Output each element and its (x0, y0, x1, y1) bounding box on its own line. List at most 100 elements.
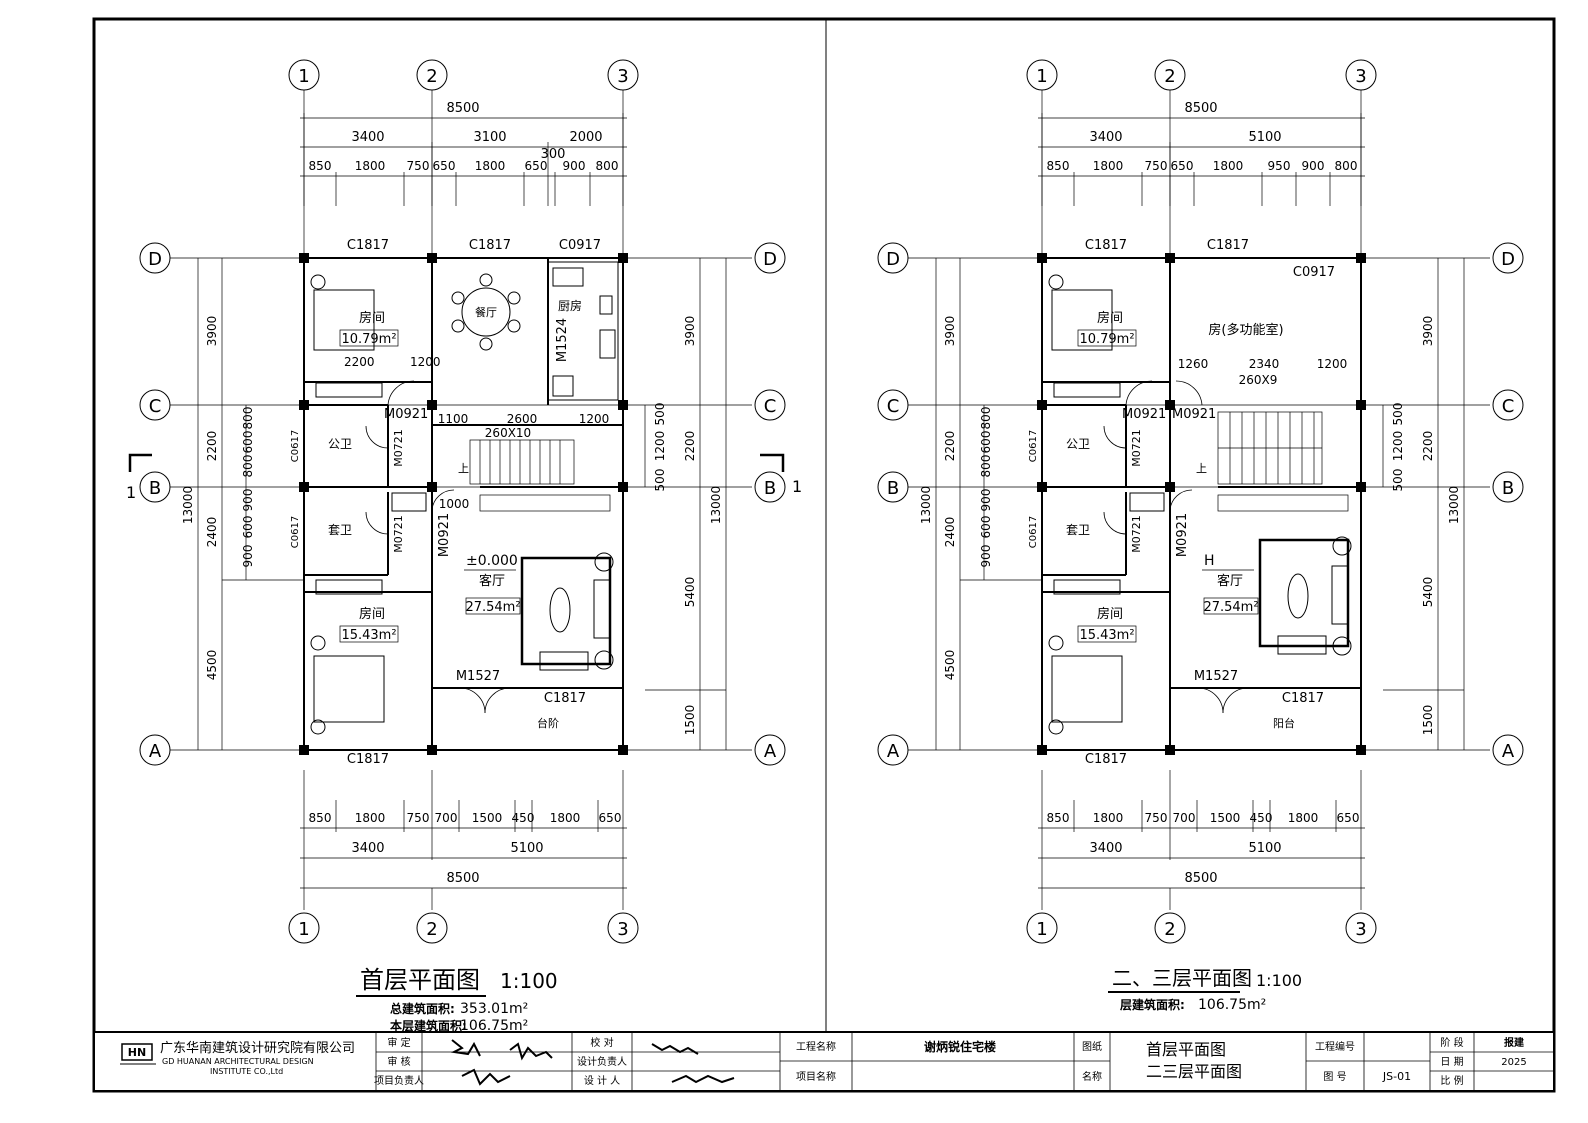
axis-3-bottom: 3 (1355, 919, 1366, 940)
dim-detail: 900 (1302, 159, 1325, 173)
dim-left: 2400 (205, 517, 219, 548)
left-dimensions: 13000 3900 2200 2400 4500 800 600 800 90… (919, 316, 993, 681)
dim-detail: 650 (433, 159, 456, 173)
dim-detail: 750 (1145, 811, 1168, 825)
logo-text: HN (128, 1046, 146, 1059)
drawing-name-2: 二三层平面图 (1146, 1062, 1242, 1081)
room-living: 客厅 (479, 573, 505, 589)
axis-D-right: D (763, 249, 777, 270)
door-swings (1103, 380, 1249, 714)
dim-top-mid-1: 3400 (1089, 130, 1122, 145)
axis-1-top: 1 (1036, 66, 1047, 87)
dim-detail: 950 (1268, 159, 1291, 173)
label-date: 日 期 (1440, 1056, 1463, 1068)
axis-3-top: 3 (617, 66, 628, 87)
dim-left-detail: 900 (979, 545, 993, 568)
dim-left-detail: 600 (241, 516, 255, 539)
dim-left-detail: 800 (241, 455, 255, 478)
dim-bottom-detail: 850 1800 750 700 1500 450 1800 650 (309, 811, 622, 825)
bed-symbols (1048, 274, 1123, 735)
ground-floor-plan: 1 2 3 8500 3400 3100 2000 300 850 1800 (126, 59, 802, 1034)
project-name: 谢炳锐住宅楼 (924, 1039, 996, 1054)
dim-right-detail: 1200 (1391, 431, 1405, 462)
stair-dim: 1200 (579, 412, 610, 426)
dim-detail: 1800 (355, 811, 386, 825)
dim-right-detail: 500 (1391, 469, 1405, 492)
dim-left: 4500 (205, 650, 219, 681)
dim-left: 3900 (943, 316, 957, 347)
dim-top-mid-2: 3100 (473, 130, 506, 145)
axis-3-top: 3 (1355, 66, 1366, 87)
dim-right: 3900 (1421, 316, 1435, 347)
dim-left-outer: 13000 (919, 486, 933, 524)
label-approve: 审 定 (387, 1036, 410, 1049)
dim-detail: 450 (512, 811, 535, 825)
dining-chairs (451, 273, 521, 351)
door-label: M1527 (1194, 669, 1238, 684)
dim-right: 1500 (683, 705, 697, 736)
door-label: M0921 (437, 513, 452, 557)
area-total-label: 总建筑面积: (390, 1001, 455, 1016)
room-multipurpose: 房(多功能室) (1208, 322, 1283, 338)
dim-right-detail: 500 (1391, 403, 1405, 426)
room-living: 客厅 (1217, 573, 1243, 589)
axis-markers-side: D C B A D C B A (877, 242, 1524, 766)
dim-detail: 1500 (472, 811, 503, 825)
dim-detail: 800 (596, 159, 619, 173)
axis-3-bottom: 3 (617, 919, 628, 940)
label-design-lead: 设计负责人 (577, 1055, 627, 1068)
walls (1041, 257, 1362, 751)
room-dining: 餐厅 (475, 305, 497, 319)
axis-B-right: B (1502, 478, 1514, 499)
window-label: C1817 (469, 238, 511, 253)
dim-detail: 650 (525, 159, 548, 173)
stair-dim: 1000 (439, 497, 470, 511)
dim-left-detail: 900 (241, 545, 255, 568)
dim-detail: 1500 (1210, 811, 1241, 825)
stage-value: 报建 (1504, 1036, 1525, 1049)
wardrobes (1053, 382, 1165, 595)
dim-right: 5400 (1421, 577, 1435, 608)
columns (299, 253, 628, 755)
dim-left-detail: 600 (979, 431, 993, 454)
axis-B-left: B (149, 478, 161, 499)
axis-2-bottom: 2 (1164, 919, 1175, 940)
window-label: C0617 (1028, 430, 1039, 462)
dim-detail: 1800 (550, 811, 581, 825)
dim-detail: 650 (1337, 811, 1360, 825)
dim-right-outer: 13000 (1447, 486, 1461, 524)
area-floor-value: 106.75m² (1198, 997, 1266, 1013)
axis-C-left: C (887, 396, 900, 417)
window-label: C1817 (1282, 691, 1324, 706)
room-bedroom2: 房间 (359, 606, 385, 622)
title-block: HN 广东华南建筑设计研究院有限公司 GD HUANAN ARCHITECTUR… (93, 1031, 1555, 1092)
dim-left: 2400 (943, 517, 957, 548)
section-mark-right: 1 (792, 477, 802, 496)
room-bedroom2-area: 15.43m² (1079, 628, 1134, 643)
axis-A-right: A (764, 741, 777, 762)
dim-top-detail: 850 1800 750 650 1800 650 900 800 (309, 159, 619, 173)
window-label: C1817 (1207, 238, 1249, 253)
door-label: M0921 (1122, 407, 1166, 422)
dim-top-total: 8500 (1184, 101, 1217, 116)
dim-left-detail: 600 (241, 431, 255, 454)
axis-markers-bottom: 1 2 3 (288, 912, 639, 944)
dim-detail: 1800 (1093, 811, 1124, 825)
dim-left-detail: 900 (241, 489, 255, 512)
horizontal-axis-lines (908, 257, 1490, 751)
label-drawing2: 名称 (1082, 1070, 1102, 1083)
window-label: C1817 (544, 691, 586, 706)
bed-symbols (310, 274, 385, 735)
dim-detail: 1800 (1213, 159, 1244, 173)
dim-left-detail: 600 (979, 516, 993, 539)
stair (1217, 411, 1349, 512)
dim-right: 1500 (1421, 705, 1435, 736)
living-furniture (520, 552, 614, 671)
dim-right-detail: 500 (653, 403, 667, 426)
drawing-name-1: 首层平面图 (1146, 1040, 1226, 1059)
window-label: C1817 (1085, 752, 1127, 767)
room-bedroom2-area: 15.43m² (341, 628, 396, 643)
dim-detail: 1800 (475, 159, 506, 173)
dim-detail: 1800 (355, 159, 386, 173)
